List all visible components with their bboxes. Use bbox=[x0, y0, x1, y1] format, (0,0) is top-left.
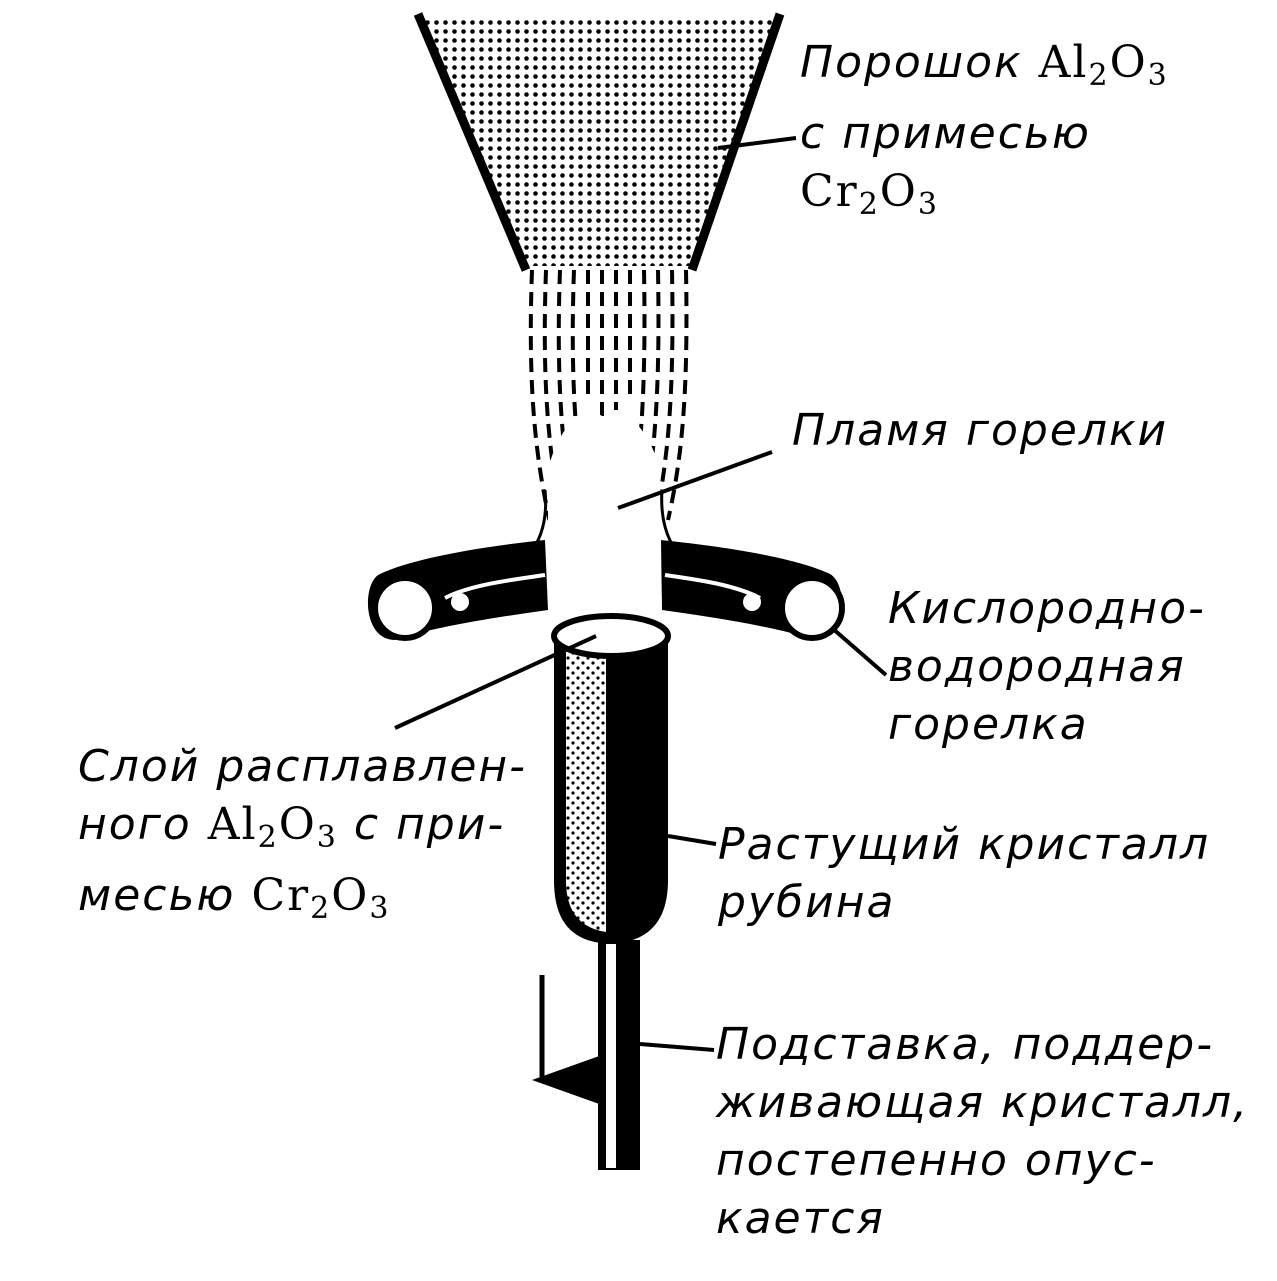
burner-flame bbox=[530, 412, 678, 612]
label-molten-line2: ного Al2O3 с при- bbox=[78, 796, 527, 867]
leader-lines bbox=[394, 136, 888, 1052]
formula-sub: 2 bbox=[257, 820, 279, 855]
powder-stream bbox=[666, 269, 689, 521]
label-molten-layer: Слой расплавлен- ного Al2O3 с при- месью… bbox=[78, 738, 527, 938]
label-crystal-line1: Растущий кристалл bbox=[718, 819, 1211, 870]
formula-part: Cr bbox=[800, 166, 859, 217]
molten-word-c: месью bbox=[78, 870, 236, 921]
formula-part: O bbox=[1109, 37, 1148, 88]
powder-stream bbox=[528, 269, 552, 521]
formula-part: O bbox=[331, 870, 370, 921]
formula-al2o3: Al2O3 bbox=[207, 799, 338, 855]
formula-sub: 3 bbox=[316, 820, 338, 855]
formula-cr2o3: Cr2O3 bbox=[251, 870, 390, 926]
support-rod bbox=[598, 940, 640, 1170]
formula-cr2o3: Cr2O3 bbox=[800, 163, 1169, 234]
formula-al2o3: Al2O3 bbox=[1038, 37, 1169, 93]
label-powder: Порошок Al2O3 с примесью Cr2O3 bbox=[800, 34, 1169, 234]
label-crystal: Растущий кристалл рубина bbox=[718, 816, 1210, 932]
label-support-line4: кается bbox=[716, 1193, 885, 1244]
label-burner-line2: водородная bbox=[888, 641, 1186, 692]
label-powder-line1: Порошок Al2O3 bbox=[800, 34, 1169, 105]
powder-word: Порошок bbox=[800, 37, 1023, 88]
formula-sub: 2 bbox=[858, 187, 880, 222]
formula-part: Al bbox=[207, 799, 258, 850]
label-crystal-line2: рубина bbox=[718, 877, 896, 928]
label-support-line1: Подставка, поддер- bbox=[716, 1019, 1215, 1070]
label-molten-line1: Слой расплавлен- bbox=[78, 741, 528, 792]
formula-sub: 2 bbox=[310, 891, 332, 926]
formula-part: Cr bbox=[251, 870, 311, 921]
formula-part: Al bbox=[1038, 37, 1089, 88]
label-burner: Кислородно- водородная горелка bbox=[888, 580, 1206, 754]
label-support: Подставка, поддер- живающая кристалл, по… bbox=[716, 1016, 1249, 1248]
label-burner-line1: Кислородно- bbox=[888, 583, 1206, 634]
powder-hopper bbox=[413, 12, 785, 272]
molten-word-a: ного bbox=[78, 799, 192, 850]
label-molten-line3: месью Cr2O3 bbox=[78, 867, 527, 938]
formula-part: O bbox=[879, 166, 918, 217]
label-support-line3: постепенно опус- bbox=[716, 1135, 1157, 1186]
molten-word-b: с при- bbox=[353, 799, 506, 850]
label-support-line2: живающая кристалл, bbox=[716, 1077, 1250, 1128]
formula-part: O bbox=[278, 799, 317, 850]
label-powder-line2: с примесью bbox=[800, 108, 1091, 159]
formula-sub: 3 bbox=[917, 187, 939, 222]
formula-sub: 3 bbox=[1147, 58, 1169, 93]
label-flame: Пламя горелки bbox=[792, 405, 1169, 456]
formula-sub: 2 bbox=[1088, 58, 1110, 93]
label-burner-line3: горелка bbox=[888, 699, 1089, 750]
oxyhydrogen-burner bbox=[367, 540, 845, 641]
formula-sub: 3 bbox=[369, 891, 391, 926]
ruby-crystal bbox=[551, 613, 671, 944]
